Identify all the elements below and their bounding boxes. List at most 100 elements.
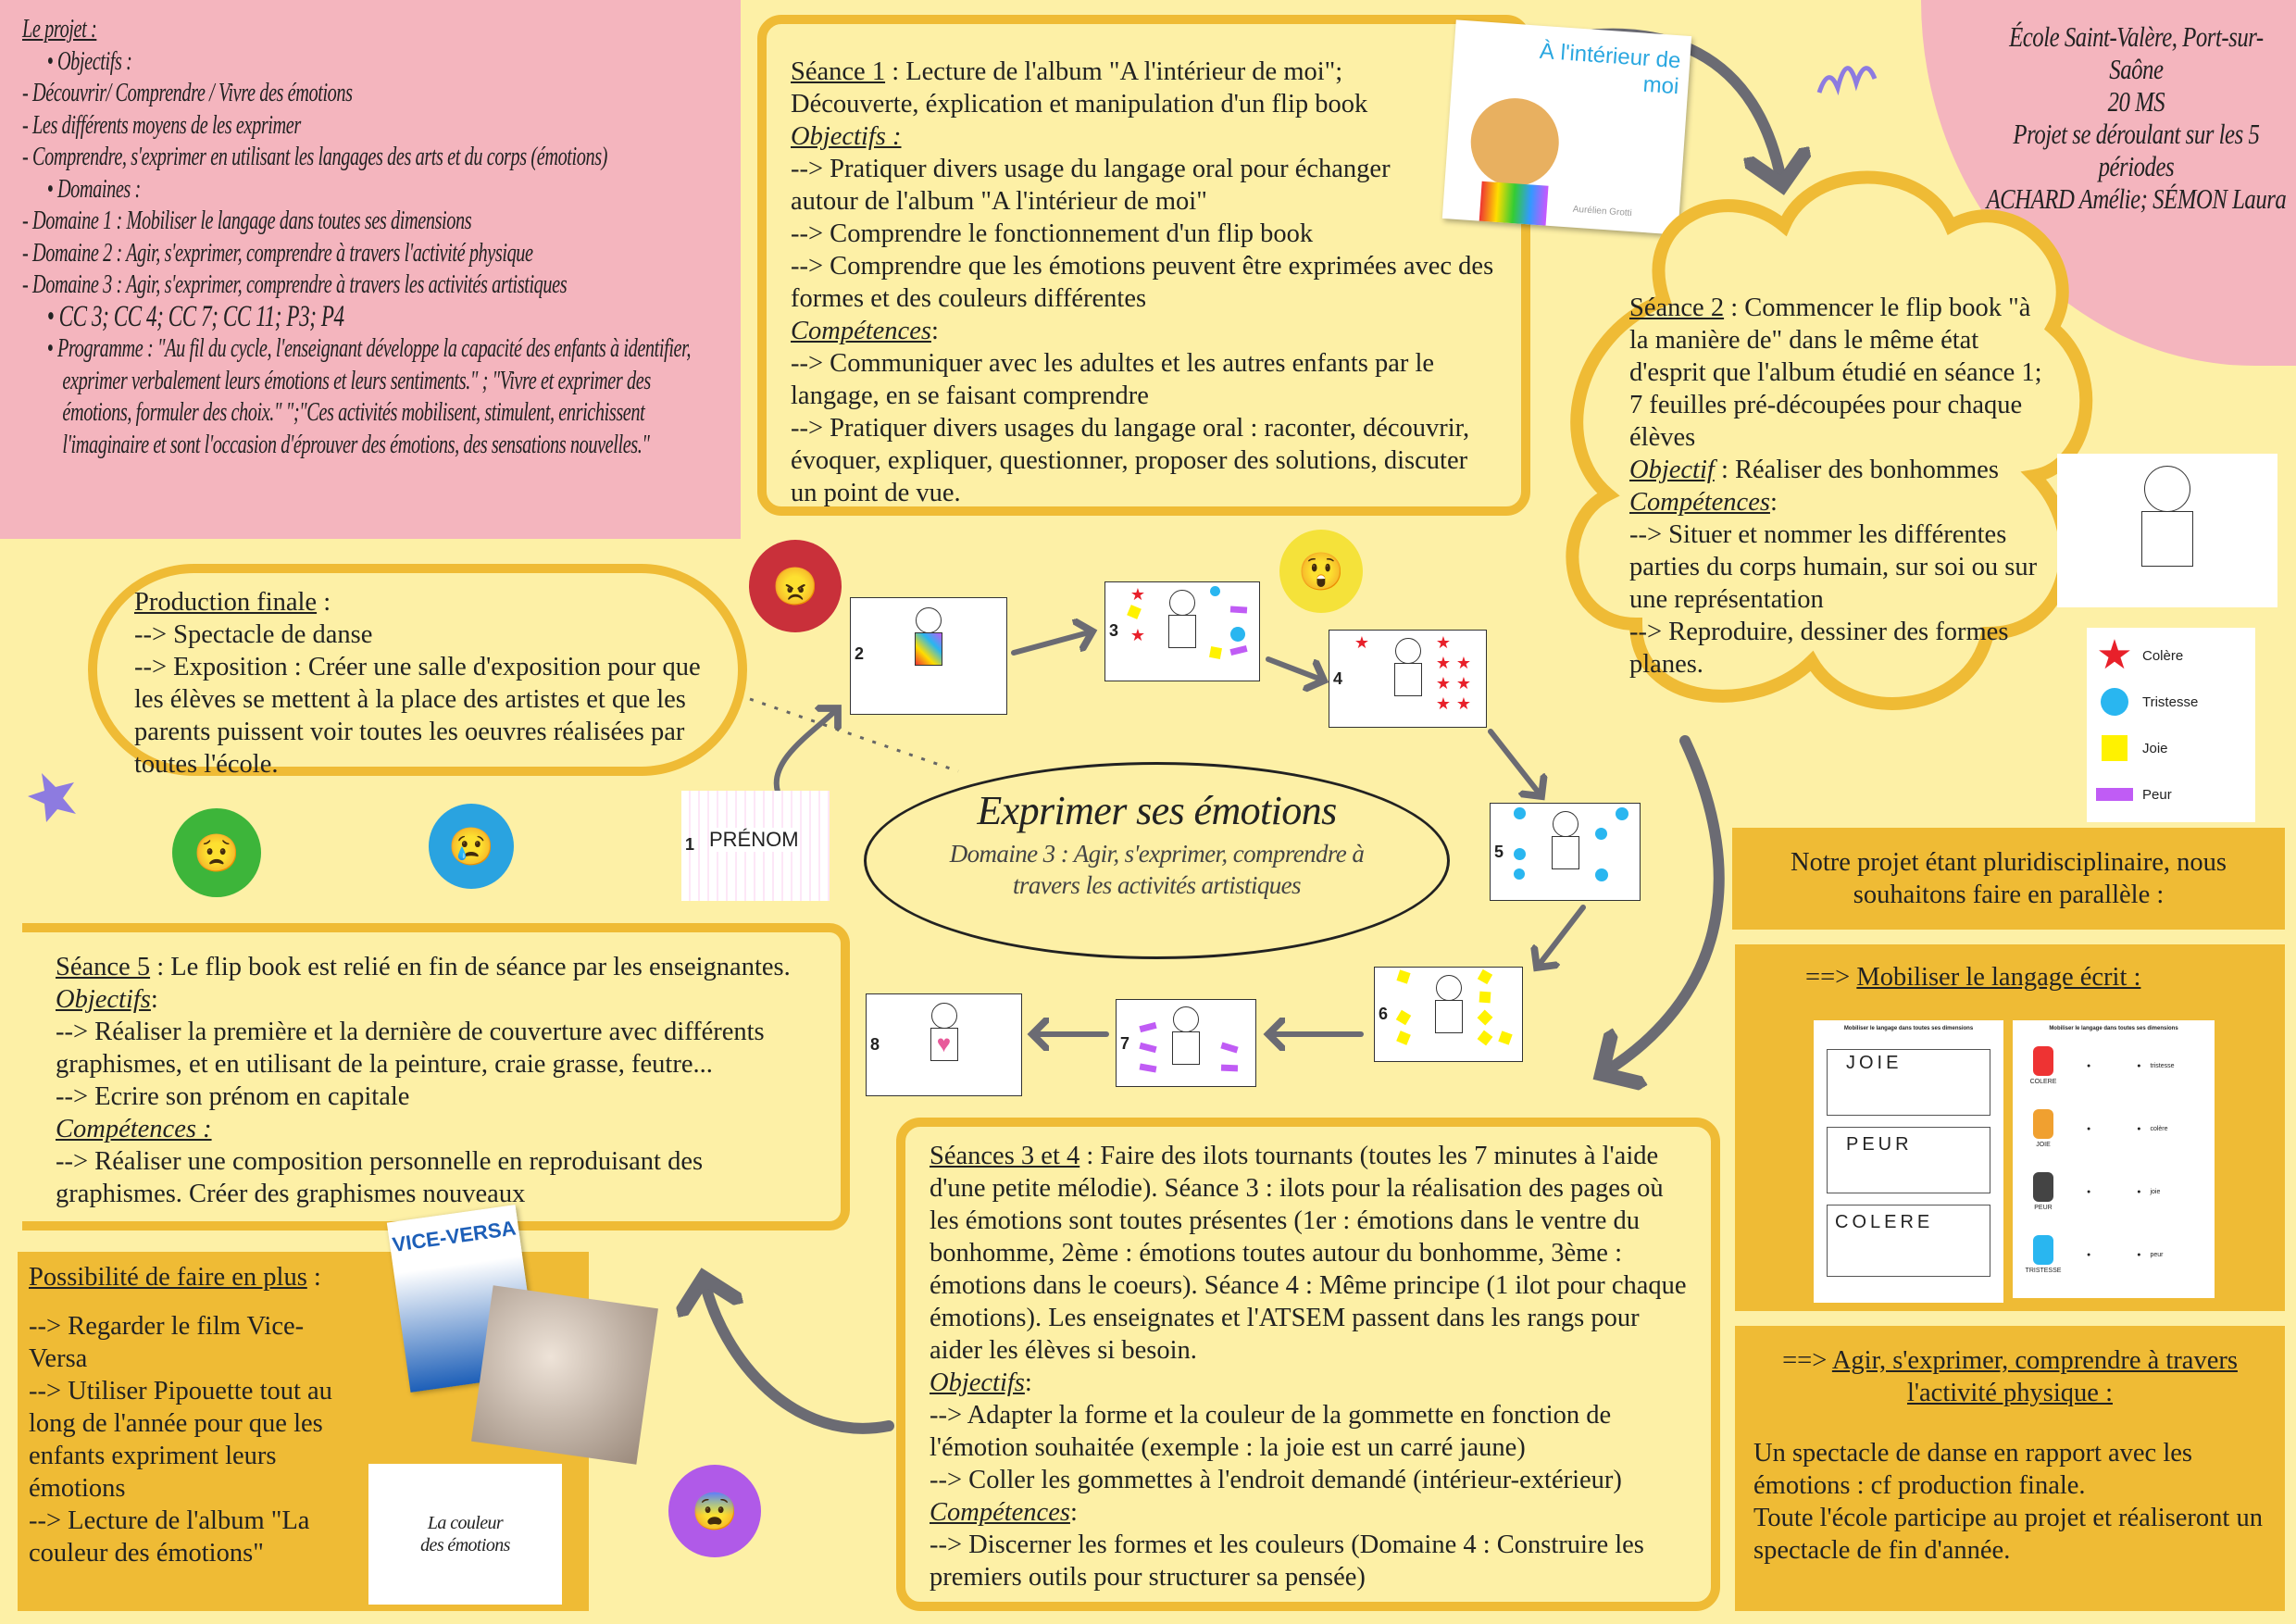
page-number: 1 (685, 834, 695, 854)
circle-sticker (1514, 868, 1526, 881)
page-number: 4 (1333, 668, 1343, 688)
arrow-prenom-page2 (773, 708, 838, 794)
monster-icon (2033, 1234, 2053, 1265)
circle-sticker (1210, 586, 1221, 597)
star-sticker: ★ (1455, 674, 1472, 693)
dot: ● (2137, 1188, 2141, 1195)
arrow-seance34-to-seance5 (704, 1278, 894, 1434)
page-number: 3 (1109, 621, 1119, 641)
monster-icon (2033, 1171, 2053, 1202)
seance2-text: Séance 2 : Commencer le flip book "à la … (1629, 292, 2051, 681)
square-sticker (1477, 1030, 1493, 1046)
circle-sticker (1514, 807, 1526, 819)
star-sticker: ★ (1455, 694, 1472, 713)
seance5-title: Séance 5 (56, 953, 151, 981)
star-icon: ★ (2096, 632, 2133, 678)
seance1-title: Séance 1 (791, 57, 886, 86)
matching-row: COLERE●●tristesse (2020, 1036, 2207, 1095)
domaine-item: - Domaine 1 : Mobiliser le langage dans … (22, 206, 472, 235)
domaine-item: - Domaine 2 : Agir, s'exprimer, comprend… (22, 237, 533, 268)
square-sticker (1498, 1031, 1513, 1045)
project-summary-panel: Le projet : • Objectifs : - Découvrir/ C… (0, 0, 741, 539)
rectangle-icon (2096, 788, 2133, 801)
seance2-intro: : Commencer le flip book "à la manière d… (1629, 294, 2042, 452)
page-number: 5 (1494, 842, 1504, 861)
dot: ● (2137, 1125, 2141, 1132)
bonhomme-figure (1393, 638, 1422, 697)
scared-purple-face-icon: 😨 (668, 1465, 761, 1557)
activite-physique-box: ==> Agir, s'exprimer, comprendre à trave… (1735, 1326, 2285, 1611)
square-sticker (1477, 1009, 1493, 1026)
dot: ● (2137, 1062, 2141, 1069)
flipbook-page: 7 (1116, 999, 1256, 1087)
book-character-body (1479, 181, 1549, 226)
flipbook-page-prenom: 1 PRÉNOM (681, 791, 830, 901)
emotion-word: joie (2150, 1188, 2161, 1195)
arrow-seance2-to-seance34 (1602, 735, 1725, 1074)
monster-label: COLERE (2029, 1078, 2057, 1085)
flipbook-page: ★★3 (1104, 581, 1260, 681)
square-sticker (1127, 605, 1142, 619)
star-sticker: ★ (1435, 633, 1452, 652)
page-number: 2 (855, 644, 865, 663)
class-size: 20 MS (2107, 85, 2165, 118)
seance34-intro: : Faire des ilots tournants (toutes les … (930, 1142, 1687, 1365)
matching-row: JOIE●●colère (2020, 1099, 2207, 1158)
seance2-competences-label: Compétences (1629, 488, 1770, 517)
seance1-objectifs-label: Objectifs : (791, 122, 902, 151)
possibilite-title: Possibilité de faire en plus (29, 1263, 307, 1292)
star-sticker: ★ (1129, 585, 1146, 604)
book-character-face (1467, 94, 1562, 190)
objectif-item: - Découvrir/ Comprendre / Vivre des émot… (22, 78, 353, 107)
seance34-objectifs-label: Objectifs (930, 1368, 1025, 1397)
pipouette-photo (471, 1285, 658, 1465)
production-line: --> Spectacle de danse (134, 620, 373, 649)
seance5-box: Séance 5 : Le flip book est relié en fin… (22, 923, 850, 1230)
emotion-word: peur (2150, 1251, 2164, 1258)
dot: ● (2137, 1251, 2141, 1258)
page-number: 7 (1120, 1034, 1130, 1054)
possibilite-line: --> Lecture de l'album "La couleur des é… (29, 1506, 310, 1568)
prenom-label: PRÉNOM (709, 828, 799, 852)
seance34-objectif: --> Adapter la forme et la couleur de la… (930, 1401, 1612, 1462)
star-sticker: ★ (1435, 654, 1452, 672)
central-title: Exprimer ses émotions (977, 788, 1337, 833)
seance1-intro: : Lecture de l'album "A l'intérieur de m… (791, 57, 1368, 119)
crying-blue-face-icon: 😢 (429, 804, 514, 889)
arrow-page2-3 (1011, 631, 1092, 656)
square-sticker (1396, 969, 1411, 984)
circle-sticker (1230, 627, 1245, 642)
emotion-legend: ★Colère Tristesse Joie Peur (2087, 628, 2255, 822)
worksheet-relier: Mobiliser le langage dans toutes ses dim… (2013, 1020, 2215, 1298)
bonhomme-figure (1434, 975, 1463, 1034)
production-finale-box: Production finale : --> Spectacle de dan… (88, 564, 747, 779)
rect-sticker (1229, 644, 1248, 656)
flipbook-page: ♥8 (866, 993, 1022, 1096)
la-couleur-des-emotions-book: La couleur des émotions (366, 1461, 565, 1607)
seance1-objectif: --> Comprendre le fonctionnement d'un fl… (791, 219, 1314, 248)
rect-sticker (1139, 1021, 1157, 1033)
objectifs-label: • Objectifs : (46, 45, 132, 76)
seance2-objectif-label: Objectif (1629, 456, 1715, 484)
central-theme: Exprimer ses émotions Domaine 3 : Agir, … (864, 762, 1450, 959)
square-sticker (1396, 1031, 1411, 1045)
bonhomme-figure (1172, 1006, 1200, 1066)
arrow-page4-5 (1488, 729, 1541, 796)
project-duration: Projet se déroulant sur les 5 périodes (2013, 118, 2260, 182)
emotion-word: colère (2150, 1125, 2168, 1132)
authors: ACHARD Amélie; SÉMON Laura (1986, 182, 2287, 215)
couleur-book-title: La couleur des émotions (420, 1513, 510, 1555)
flipbook-page: 6 (1374, 967, 1523, 1062)
angry-face-icon: 😠 (749, 540, 842, 632)
bonhomme-figure (1168, 590, 1196, 649)
circle-sticker (1595, 868, 1609, 882)
page-number: 6 (1379, 1005, 1389, 1024)
worksheet-title: Mobiliser le langage dans toutes ses dim… (2049, 1026, 2178, 1031)
seance34-box: Séances 3 et 4 : Faire des ilots tournan… (896, 1118, 1720, 1611)
square-sticker (1395, 1009, 1412, 1026)
circle-sticker (1616, 807, 1628, 820)
langage-ecrit-box: ==> Mobiliser le langage écrit : Mobilis… (1735, 944, 2285, 1311)
star-doodle-icon (28, 773, 76, 822)
scribble-icon (1816, 66, 1878, 96)
star-sticker: ★ (1435, 674, 1452, 693)
